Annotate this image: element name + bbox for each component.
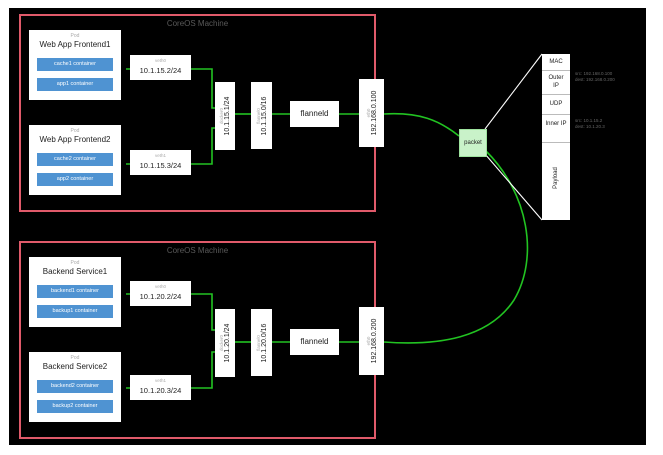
docker0-bridge[interactable]: docker0 10.1.20.1/24 bbox=[215, 309, 235, 377]
outer-ip-src: src: 192.168.0.100 bbox=[575, 71, 613, 76]
outer-ip-annotation: src: 192.168.0.100 dest: 192.168.0.200 bbox=[575, 71, 615, 83]
container-backend1[interactable]: backend1 container bbox=[37, 285, 113, 298]
machine-title: CoreOS Machine bbox=[166, 19, 229, 28]
veth1-interface[interactable]: veth1 10.1.20.3/24 bbox=[130, 375, 191, 400]
flannel0-name: flannel0 bbox=[255, 334, 261, 351]
container-cache2[interactable]: cache2 container bbox=[37, 153, 113, 166]
veth-name: veth1 bbox=[154, 378, 166, 383]
veth-ip: 10.1.20.3/24 bbox=[139, 386, 182, 395]
pod-name: Backend Service2 bbox=[42, 362, 108, 371]
container-backup1[interactable]: backup1 container bbox=[37, 305, 113, 318]
veth1-interface[interactable]: veth1 10.1.15.3/24 bbox=[130, 150, 191, 175]
zoom-line-top bbox=[484, 53, 543, 130]
veth0-interface[interactable]: veth0 10.1.20.2/24 bbox=[130, 281, 191, 306]
pod-name: Backend Service1 bbox=[42, 267, 108, 276]
pod-name: Web App Frontend2 bbox=[39, 135, 111, 144]
veth-ip: 10.1.15.2/24 bbox=[139, 66, 182, 75]
veth-name: veth0 bbox=[154, 284, 166, 289]
field-divider bbox=[542, 70, 570, 71]
docker0-ip: 10.1.15.1/24 bbox=[224, 96, 231, 136]
pod-web-app-frontend2[interactable]: Pod Web App Frontend2 cache2 container a… bbox=[29, 125, 121, 195]
pod-name: Web App Frontend1 bbox=[39, 40, 111, 49]
veth-ip: 10.1.20.2/24 bbox=[139, 292, 182, 301]
flannel0-ip: 10.1.15.0/16 bbox=[260, 96, 268, 135]
pod-label: Pod bbox=[70, 33, 80, 39]
flanneld-daemon[interactable]: flanneld bbox=[290, 329, 339, 355]
machine-title: CoreOS Machine bbox=[166, 246, 229, 255]
veth-name: veth0 bbox=[154, 58, 166, 63]
eth0-interface[interactable]: eth0 192.168.0.200 bbox=[359, 307, 384, 375]
veth0-interface[interactable]: veth0 10.1.15.2/24 bbox=[130, 55, 191, 80]
inner-ip-dest: dest: 10.1.20.3 bbox=[575, 124, 605, 129]
flanneld-daemon[interactable]: flanneld bbox=[290, 101, 339, 127]
eth0-ip: 192.168.0.200 bbox=[370, 318, 378, 364]
outer-ip-dest: dest: 192.168.0.200 bbox=[575, 77, 615, 82]
pod-label: Pod bbox=[70, 355, 80, 361]
flannel0-interface[interactable]: flannel0 10.1.20.0/16 bbox=[251, 309, 272, 376]
diagram-canvas: CoreOS Machine Pod Web App Frontend1 cac… bbox=[9, 8, 646, 445]
eth0-name: eth0 bbox=[365, 336, 371, 346]
field-divider bbox=[542, 142, 570, 143]
wire-eth0-packet bbox=[383, 112, 460, 137]
packet-node[interactable]: packet bbox=[459, 129, 487, 157]
zoom-line-bottom bbox=[484, 153, 543, 221]
eth0-interface[interactable]: eth0 192.168.0.100 bbox=[359, 79, 384, 147]
eth0-ip: 192.168.0.100 bbox=[370, 90, 378, 136]
docker0-bridge[interactable]: docker0 10.1.15.1/24 bbox=[215, 82, 235, 150]
flannel0-ip: 10.1.20.0/16 bbox=[260, 323, 268, 362]
field-payload: Payload bbox=[542, 167, 570, 204]
packet-structure-panel: MAC Outer IP UDP Inner IP Payload bbox=[542, 54, 570, 220]
flannel0-interface[interactable]: flannel0 10.1.15.0/16 bbox=[251, 82, 272, 149]
container-backend2[interactable]: backend2 container bbox=[37, 380, 113, 393]
container-app2[interactable]: app2 container bbox=[37, 173, 113, 186]
inner-ip-annotation: src: 10.1.15.2 dest: 10.1.20.3 bbox=[575, 118, 605, 130]
eth0-name: eth0 bbox=[365, 108, 371, 118]
field-udp: UDP bbox=[549, 101, 563, 107]
pod-backend-service2[interactable]: Pod Backend Service2 backend2 container … bbox=[29, 352, 121, 422]
field-divider bbox=[542, 94, 570, 95]
payload-label: Payload bbox=[553, 167, 559, 189]
field-mac: MAC bbox=[549, 59, 563, 65]
container-cache1[interactable]: cache1 container bbox=[37, 58, 113, 71]
veth-ip: 10.1.15.3/24 bbox=[139, 161, 182, 170]
container-app1[interactable]: app1 container bbox=[37, 78, 113, 91]
field-divider bbox=[542, 114, 570, 115]
inner-ip-src: src: 10.1.15.2 bbox=[575, 118, 603, 123]
pod-label: Pod bbox=[70, 128, 80, 134]
container-backup2[interactable]: backup2 container bbox=[37, 400, 113, 413]
field-outer-ip: Outer IP bbox=[548, 75, 564, 89]
pod-label: Pod bbox=[70, 260, 80, 266]
docker0-ip: 10.1.20.1/24 bbox=[224, 323, 231, 363]
pod-web-app-frontend1[interactable]: Pod Web App Frontend1 cache1 container a… bbox=[29, 30, 121, 100]
field-inner-ip: Inner IP bbox=[545, 121, 567, 127]
flannel0-name: flannel0 bbox=[255, 107, 261, 124]
wire-packet-eth0-m2 bbox=[383, 149, 529, 344]
veth-name: veth1 bbox=[154, 153, 166, 158]
pod-backend-service1[interactable]: Pod Backend Service1 backend1 container … bbox=[29, 257, 121, 327]
